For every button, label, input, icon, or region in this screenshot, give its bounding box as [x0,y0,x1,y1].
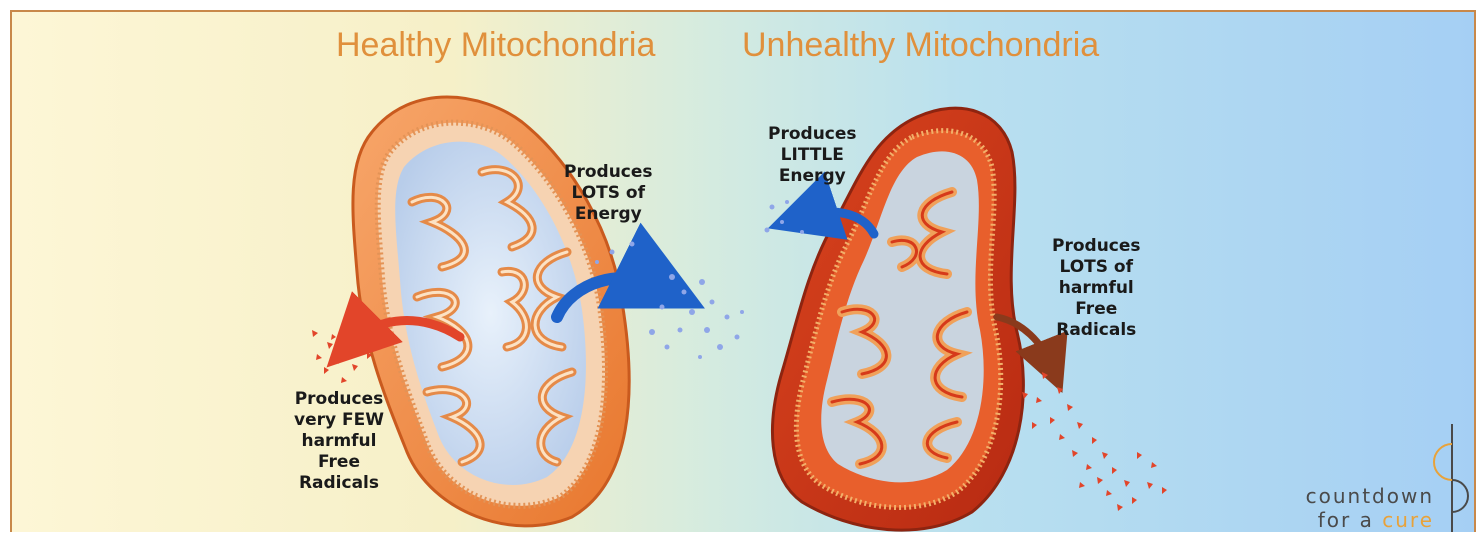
diagram-frame: Healthy Mitochondria Unhealthy Mitochond… [10,10,1476,532]
countdown-for-a-cure-logo: countdown for a cure [1282,422,1472,532]
label-healthy-radicals: Produces very FEW harmful Free Radicals [294,389,384,494]
label-healthy-energy: Produces LOTS of Energy [564,162,653,225]
logo-text-for-a-cure: for a cure [1318,508,1434,532]
unhealthy-radical-particles [1022,372,1167,511]
mitochondria-illustration [12,12,1476,532]
label-unhealthy-energy: Produces LITTLE Energy [768,124,857,187]
logo-text-countdown: countdown [1306,484,1434,508]
label-unhealthy-radicals: Produces LOTS of harmful Free Radicals [1052,236,1141,341]
